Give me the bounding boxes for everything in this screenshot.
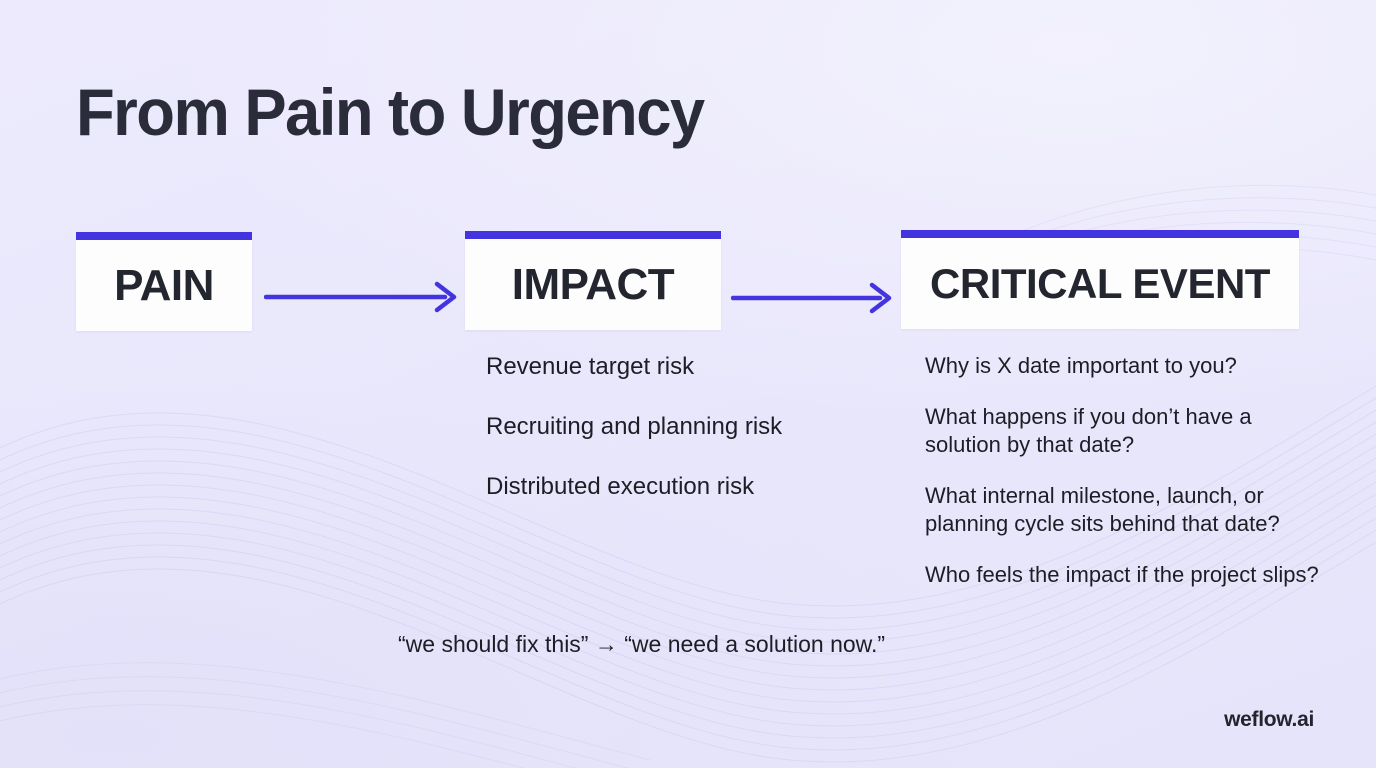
list-item: What happens if you don’t have a solutio… xyxy=(925,403,1252,458)
list-item: What internal milestone, launch, or plan… xyxy=(925,482,1280,537)
brand-logo: weflow.ai xyxy=(1224,708,1314,731)
list-item: Who feels the impact if the project slip… xyxy=(925,561,1319,587)
stage-card-critical-event: CRITICAL EVENT xyxy=(901,230,1299,329)
stage-card-body: CRITICAL EVENT xyxy=(901,238,1299,329)
stage-card-body: IMPACT xyxy=(465,239,721,330)
page-title: From Pain to Urgency xyxy=(76,75,705,149)
impact-item-list: Revenue target risk Recruiting and plann… xyxy=(486,352,886,532)
stage-card-impact: IMPACT xyxy=(465,231,721,330)
stage-label-pain: PAIN xyxy=(114,260,214,310)
stage-accent-bar xyxy=(901,230,1299,238)
stage-accent-bar xyxy=(76,232,252,240)
stage-label-critical-event: CRITICAL EVENT xyxy=(930,259,1270,307)
list-item: Distributed execution risk xyxy=(486,473,755,500)
list-item: Recruiting and planning risk xyxy=(486,413,783,440)
arrow-pain-to-impact xyxy=(264,281,457,313)
list-item: Revenue target risk xyxy=(486,353,695,380)
stage-label-impact: IMPACT xyxy=(511,259,675,309)
list-item: Why is X date important to you? xyxy=(925,353,1237,378)
stage-card-body: PAIN xyxy=(76,240,252,331)
stage-card-pain: PAIN xyxy=(76,232,252,331)
stage-accent-bar xyxy=(465,231,721,239)
arrow-impact-to-critical-event xyxy=(731,282,892,314)
transition-quote: “we should fix this” → “we need a soluti… xyxy=(398,631,886,657)
critical-event-question-list: Why is X date important to you? What hap… xyxy=(925,352,1325,612)
